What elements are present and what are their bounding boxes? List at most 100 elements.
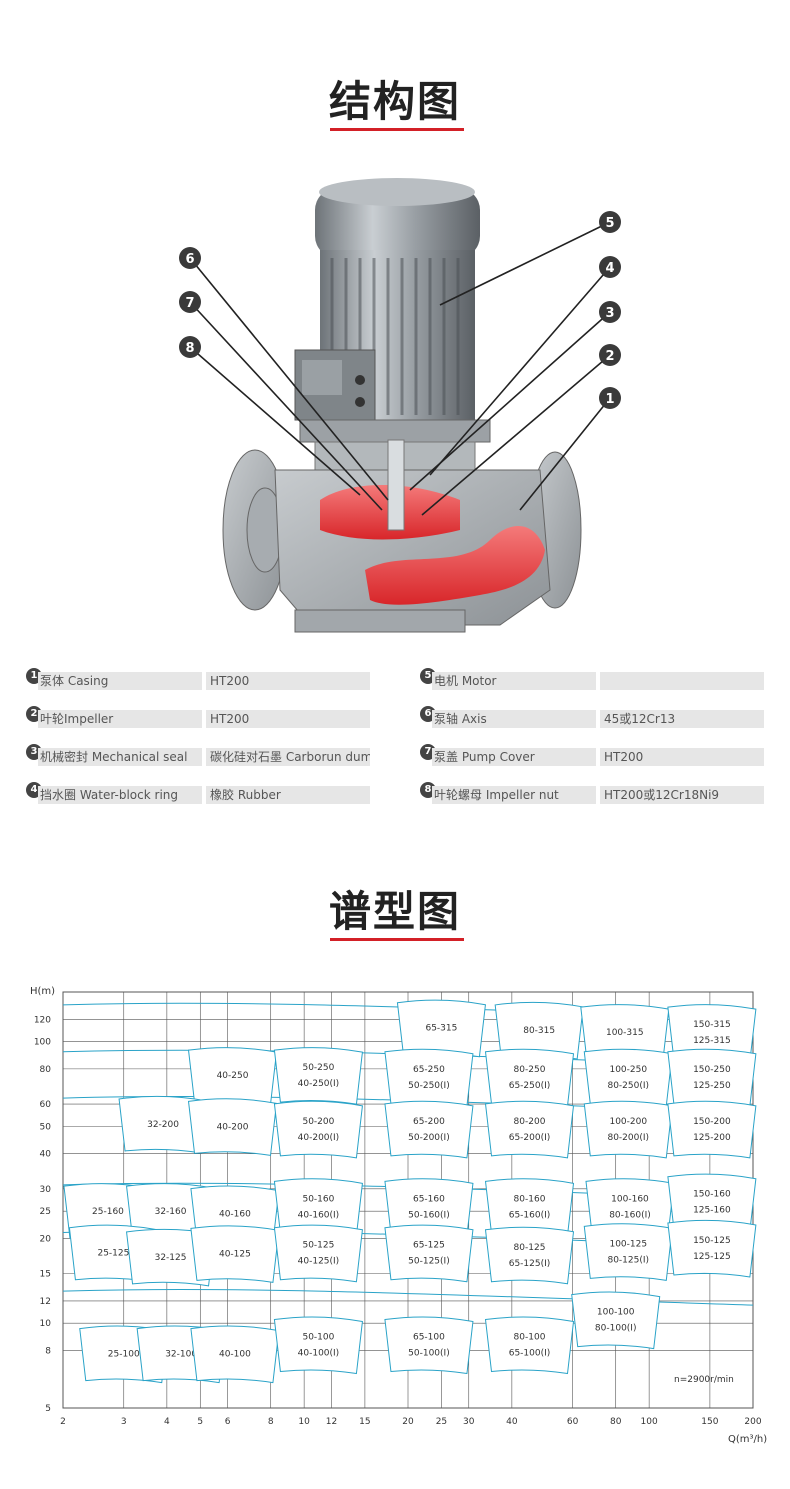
model-region [187, 1098, 278, 1156]
model-label: 65-200 [413, 1117, 445, 1127]
model-label: 150-315 [693, 1020, 731, 1030]
model-label: 150-125 [693, 1236, 731, 1246]
model-label: 40-125(I) [298, 1257, 340, 1267]
model-region [273, 1047, 363, 1105]
model-label: 100-315 [606, 1028, 644, 1038]
model-label: 125-125 [693, 1252, 731, 1262]
x-tick-label: 100 [641, 1417, 658, 1427]
structure-title-underline [330, 128, 464, 131]
model-label: 40-200 [217, 1122, 249, 1132]
model-label: 100-200 [609, 1117, 647, 1127]
callout-6: 6 [185, 252, 194, 267]
model-label: 150-250 [693, 1065, 731, 1075]
model-region [667, 1219, 757, 1278]
callout-7: 7 [185, 296, 194, 311]
model-label: 80-160 [514, 1194, 546, 1204]
pump-shaft [387, 439, 405, 531]
y-tick-label: 15 [40, 1270, 51, 1280]
model-label: 50-125 [302, 1241, 334, 1251]
part-material: HT200 [600, 748, 764, 766]
model-label: 65-200(I) [509, 1133, 551, 1143]
model-label: 40-100 [219, 1350, 251, 1360]
x-tick-label: 60 [567, 1417, 579, 1427]
model-label: 65-250(I) [509, 1081, 551, 1091]
model-label: 40-160 [219, 1210, 251, 1220]
x-tick-label: 10 [298, 1417, 310, 1427]
structure-title: 结构图 [328, 77, 461, 126]
x-tick-label: 30 [463, 1417, 475, 1427]
part-name: 叶轮Impeller [38, 710, 202, 728]
y-tick-label: 60 [40, 1100, 52, 1110]
x-axis-label: Q(m³/h) [728, 1434, 767, 1445]
callout-4: 4 [605, 261, 614, 276]
motor-fan-cover [315, 188, 480, 258]
model-region [484, 1316, 575, 1375]
model-region [273, 1100, 363, 1159]
model-label: 32-100 [165, 1350, 197, 1360]
y-tick-label: 12 [40, 1297, 51, 1307]
x-tick-label: 4 [164, 1417, 170, 1427]
spectrum-title-underline [330, 938, 464, 941]
model-label: 32-160 [155, 1207, 187, 1217]
model-label: 40-200(I) [298, 1133, 340, 1143]
model-label: 125-250 [693, 1081, 731, 1091]
part-name: 泵轴 Axis [432, 710, 596, 728]
x-tick-label: 25 [436, 1417, 447, 1427]
part-name: 挡水圈 Water-block ring [38, 786, 202, 804]
pump-base [294, 609, 466, 633]
part-name: 泵盖 Pump Cover [432, 748, 596, 766]
model-label: 65-125 [413, 1241, 445, 1251]
y-tick-label: 10 [40, 1319, 52, 1329]
y-tick-label: 30 [40, 1185, 52, 1195]
x-tick-label: 5 [197, 1417, 203, 1427]
x-tick-label: 15 [359, 1417, 370, 1427]
part-material: HT200 [206, 672, 370, 690]
model-label: 100-160 [611, 1194, 649, 1204]
y-axis-label: H(m) [30, 986, 55, 997]
model-label: 40-250 [217, 1071, 249, 1081]
model-label: 50-250 [302, 1063, 334, 1073]
y-tick-label: 50 [40, 1122, 52, 1132]
part-name: 泵体 Casing [38, 672, 202, 690]
model-label: 25-100 [108, 1350, 140, 1360]
model-region [583, 1100, 673, 1159]
model-label: 40-100(I) [298, 1349, 340, 1359]
part-material: HT200 [206, 710, 370, 728]
y-tick-label: 25 [40, 1207, 51, 1217]
x-tick-label: 20 [402, 1417, 414, 1427]
model-label: 80-125 [514, 1243, 546, 1253]
callout-5: 5 [605, 216, 614, 231]
model-label: 100-125 [609, 1239, 647, 1249]
model-region [583, 1048, 673, 1107]
model-region [484, 1048, 575, 1107]
model-region [484, 1100, 575, 1159]
model-region [384, 1316, 474, 1375]
model-region [571, 1291, 661, 1350]
pump-structure-illustration: 6 7 8 5 4 3 2 1 [179, 178, 621, 633]
model-label: 32-200 [147, 1120, 179, 1130]
callout-2: 2 [605, 349, 614, 364]
part-material: 橡胶 Rubber [206, 786, 370, 804]
callout-7-marker [179, 291, 201, 313]
model-label: 50-160(I) [408, 1210, 450, 1220]
model-label: 65-100 [413, 1333, 445, 1343]
y-tick-label: 120 [34, 1015, 51, 1025]
callout-3-marker [599, 301, 621, 323]
model-label: 80-200 [514, 1117, 546, 1127]
model-label: 100-100 [597, 1308, 635, 1318]
model-label: 50-100 [302, 1333, 334, 1343]
model-region [667, 1048, 757, 1107]
model-label: 65-250 [413, 1065, 445, 1075]
model-label: 125-160 [693, 1206, 731, 1216]
callout-3: 3 [605, 306, 614, 321]
model-label: 80-200(I) [607, 1133, 649, 1143]
model-label: 50-100(I) [408, 1349, 450, 1359]
x-tick-label: 8 [268, 1417, 274, 1427]
callout-8: 8 [185, 341, 194, 356]
callout-6-marker [179, 247, 201, 269]
model-label: 65-315 [425, 1024, 457, 1034]
model-label: 65-100(I) [509, 1349, 551, 1359]
model-label: 80-100(I) [595, 1324, 637, 1334]
callout-1: 1 [605, 392, 614, 407]
